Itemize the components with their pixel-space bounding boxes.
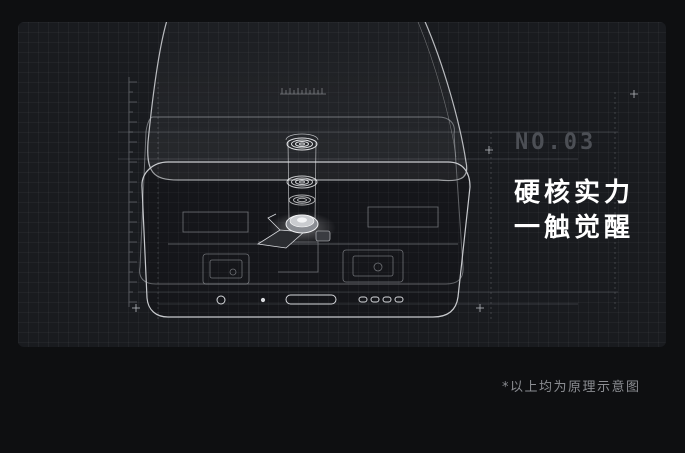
- fingerprint-sensor-module: [256, 212, 336, 249]
- feature-card: NO.03 硬核实力 一触觉醒: [18, 22, 666, 347]
- bottom-ports: [216, 294, 404, 305]
- fingerprint-icon: [286, 175, 318, 189]
- frame-layer: [139, 116, 464, 285]
- fingerprint-icon: [286, 137, 318, 151]
- section-number-badge: NO.03: [515, 130, 597, 155]
- fingerprint-beam: [285, 133, 319, 223]
- fingerprint-icon: [288, 194, 316, 206]
- phone-exploded-illustration: [118, 22, 638, 322]
- glass-layer: [147, 22, 468, 182]
- disclaimer-footnote: *以上均为原理示意图: [502, 380, 641, 395]
- headline-line-1: 硬核实力: [514, 178, 635, 208]
- ruler-left: [128, 77, 137, 307]
- crosshair-markers: [132, 90, 638, 312]
- headline-line-2: 一触觉醒: [514, 213, 635, 243]
